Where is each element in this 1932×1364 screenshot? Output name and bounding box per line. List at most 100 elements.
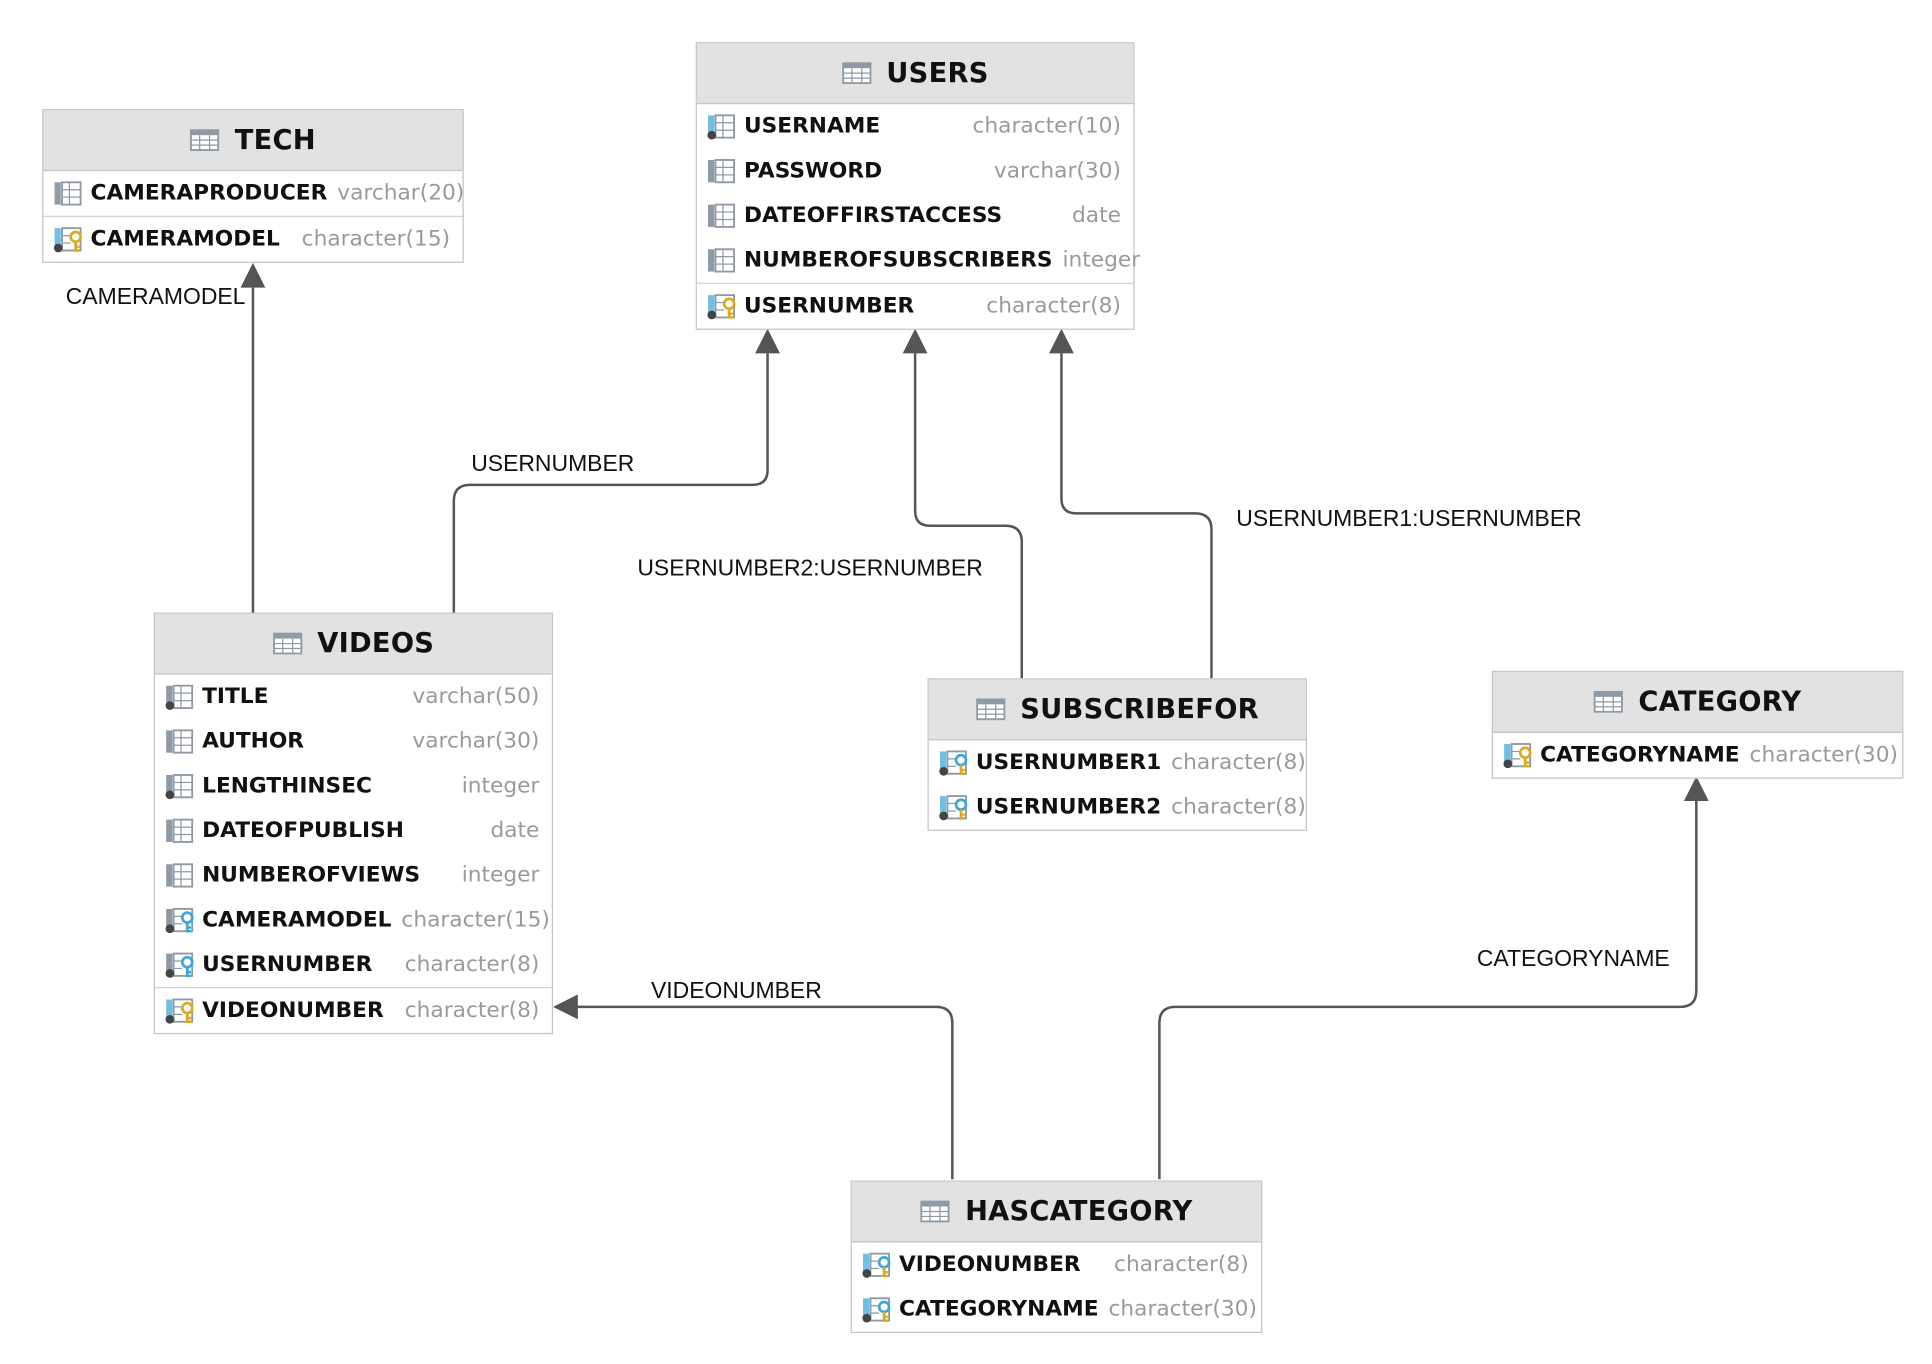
column-row[interactable]: USERNUMBER character(8) [696, 282, 1134, 329]
connector-videos-to-users-usernumber[interactable] [452, 353, 769, 613]
relationship-label-usernumber1: USERNUMBER1:USERNUMBER [1236, 504, 1582, 531]
arrowhead-tech [240, 262, 266, 288]
relationship-label-usernumber: USERNUMBER [471, 450, 635, 477]
arrowhead-users-2 [902, 328, 928, 354]
table-header[interactable]: USERS [696, 43, 1134, 105]
primary-key-icon [1503, 743, 1532, 769]
column-row[interactable]: NUMBEROFVIEWS integer [155, 853, 552, 898]
column-name: DATEOFFIRSTACCESS [744, 203, 1003, 229]
column-row[interactable]: PASSWORD varchar(30) [697, 149, 1133, 194]
primary-foreign-key-icon [862, 1252, 891, 1278]
relationship-label-cameramodel: CAMERAMODEL [65, 282, 246, 309]
column-type: character(30) [1749, 742, 1899, 768]
column-type: integer [461, 773, 540, 799]
connector-hascategory-to-videos[interactable] [576, 1005, 954, 1180]
table-title: HASCATEGORY [965, 1195, 1193, 1227]
column-row[interactable]: VIDEONUMBER character(8) [155, 987, 552, 1033]
column-type: character(8) [404, 998, 540, 1023]
column-type: date [1072, 203, 1121, 229]
table-header[interactable]: SUBSCRIBEFOR [928, 679, 1306, 741]
primary-foreign-key-icon [939, 750, 968, 776]
column-name: CATEGORYNAME [899, 1297, 1099, 1322]
column-row[interactable]: DATEOFFIRSTACCESS date [697, 193, 1133, 238]
table-icon [190, 129, 220, 151]
table-icon [1594, 690, 1624, 713]
column-type: character(8) [404, 952, 540, 978]
column-type: character(8) [1171, 750, 1306, 775]
foreign-key-icon [165, 907, 194, 934]
column-type: character(30) [1108, 1297, 1257, 1322]
relationship-label-usernumber2: USERNUMBER2:USERNUMBER [637, 554, 983, 581]
table-header[interactable]: VIDEOS [155, 613, 552, 675]
foreign-key-icon [165, 952, 194, 978]
column-name: VIDEONUMBER [202, 998, 384, 1023]
connector-subscribefor-to-users-usernumber2[interactable] [913, 353, 1024, 679]
column-type: character(8) [1171, 794, 1306, 820]
connector-subscribefor-to-users-usernumber1[interactable] [1060, 353, 1213, 679]
column-name: USERNUMBER [744, 293, 915, 319]
table-title: CATEGORY [1638, 686, 1802, 718]
column-name: CAMERAMODEL [90, 226, 280, 252]
table-icon [920, 1200, 950, 1223]
relationship-label-videonumber: VIDEONUMBER [651, 977, 822, 1004]
column-icon [708, 203, 736, 228]
relationship-label-categoryname: CATEGORYNAME [1476, 944, 1670, 971]
column-row[interactable]: USERNUMBER1 character(8) [929, 740, 1306, 785]
column-name: TITLE [202, 684, 269, 710]
column-type: varchar(30) [993, 158, 1121, 184]
column-name: USERNUMBER1 [975, 750, 1162, 775]
table-icon [841, 62, 872, 85]
column-icon [708, 248, 736, 273]
table-icon [975, 698, 1006, 721]
column-name: CAMERAPRODUCER [90, 181, 328, 206]
column-icon [54, 181, 82, 206]
table-title: VIDEOS [317, 628, 435, 660]
primary-key-icon [165, 998, 194, 1024]
column-type: character(8) [1114, 1252, 1249, 1278]
column-type: integer [461, 863, 540, 888]
table-header[interactable]: TECH [43, 110, 463, 172]
connector-hascategory-to-category[interactable] [1158, 801, 1698, 1180]
column-row[interactable]: CATEGORYNAME character(30) [852, 1287, 1261, 1332]
column-type: character(8) [986, 293, 1121, 319]
unique-index-column-icon [707, 114, 736, 140]
column-name: PASSWORD [744, 158, 883, 184]
column-name: NUMBEROFVIEWS [202, 863, 421, 888]
primary-key-icon [53, 227, 82, 253]
column-type: character(15) [301, 226, 451, 252]
column-name: NUMBEROFSUBSCRIBERS [744, 248, 1053, 273]
table-header[interactable]: CATEGORY [1492, 672, 1903, 733]
primary-foreign-key-icon [862, 1297, 891, 1323]
table-icon [272, 632, 303, 655]
column-name: USERNUMBER2 [975, 794, 1162, 820]
primary-foreign-key-icon [939, 795, 968, 821]
table-header[interactable]: HASCATEGORY [851, 1181, 1262, 1243]
column-row[interactable]: CAMERAMODEL character(15) [43, 215, 463, 262]
column-name: AUTHOR [202, 729, 304, 754]
arrowhead-videos [553, 994, 578, 1020]
column-row[interactable]: USERNUMBER2 character(8) [929, 785, 1306, 830]
